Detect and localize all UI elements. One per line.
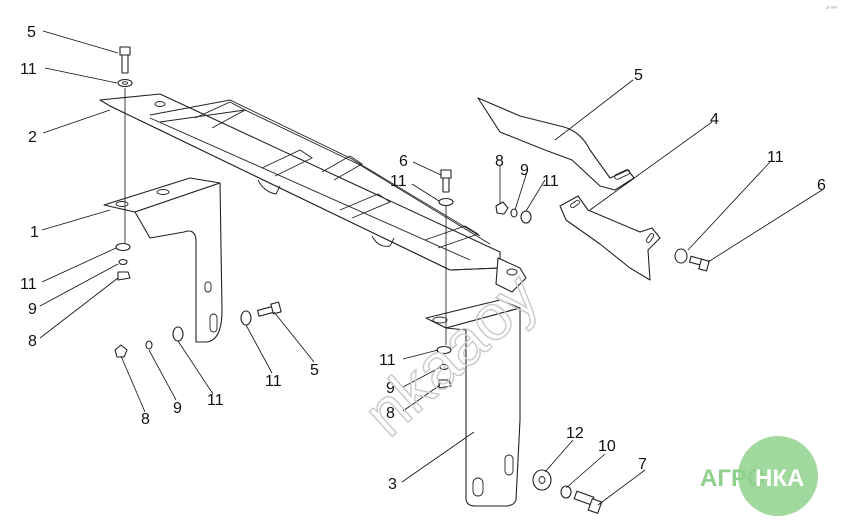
- callout: 11: [20, 61, 37, 78]
- callout: 6: [817, 177, 826, 194]
- callout: 5: [634, 67, 643, 84]
- callout: 8: [495, 153, 504, 170]
- callout: 1: [30, 224, 39, 241]
- callout: 7: [638, 456, 647, 473]
- callout: 5: [310, 362, 319, 379]
- frame-part-2: [99, 93, 527, 293]
- callout: 8: [386, 405, 395, 422]
- bolt-left-top: [117, 46, 133, 88]
- bracket-part-1: [103, 177, 223, 343]
- callout: 9: [520, 162, 529, 179]
- callout: 9: [28, 301, 37, 318]
- callout: 11: [207, 392, 224, 409]
- callout: 11: [379, 352, 396, 369]
- callout: 4: [710, 111, 719, 128]
- callout: 6: [399, 153, 408, 170]
- fastener-right: [674, 248, 710, 272]
- strap-part-4: [559, 195, 661, 281]
- callout: 3: [388, 476, 397, 493]
- fastener-bottom-right: [532, 469, 603, 514]
- logo-text-right: НКА: [755, 465, 804, 492]
- callout: 9: [386, 380, 395, 397]
- plate-part-5: [477, 97, 635, 191]
- callout: 2: [28, 129, 37, 146]
- callout: 12: [566, 425, 584, 442]
- callout-labels: 5 11 2 1 11 9 8 8 9 11 11 5 6 11 8 9 11 …: [20, 24, 826, 493]
- leader-lines: [39, 30, 823, 506]
- callout: 11: [20, 276, 37, 293]
- callout: 8: [141, 411, 150, 428]
- corner-note: ²⁰ ⁰⁰⁰: [826, 6, 837, 12]
- logo-text-left: АГРО: [700, 465, 765, 492]
- bolt-middle-top: [438, 169, 454, 207]
- callout: 11: [542, 173, 559, 190]
- callout: 9: [173, 400, 182, 417]
- bracket-part-3: [425, 299, 521, 507]
- callout: 11: [767, 149, 784, 166]
- callout: 10: [598, 438, 616, 455]
- agronka-logo: АГРО НКА: [700, 436, 818, 516]
- logo-circle: [738, 436, 818, 516]
- washer-nut-left-bottom: [115, 242, 131, 281]
- fastener-left-horizontal: [114, 301, 282, 358]
- callout: 5: [27, 24, 36, 41]
- callout: 11: [265, 373, 282, 390]
- fastener-middle-right: [495, 201, 532, 224]
- callout: 8: [28, 333, 37, 350]
- callout: 11: [390, 173, 407, 190]
